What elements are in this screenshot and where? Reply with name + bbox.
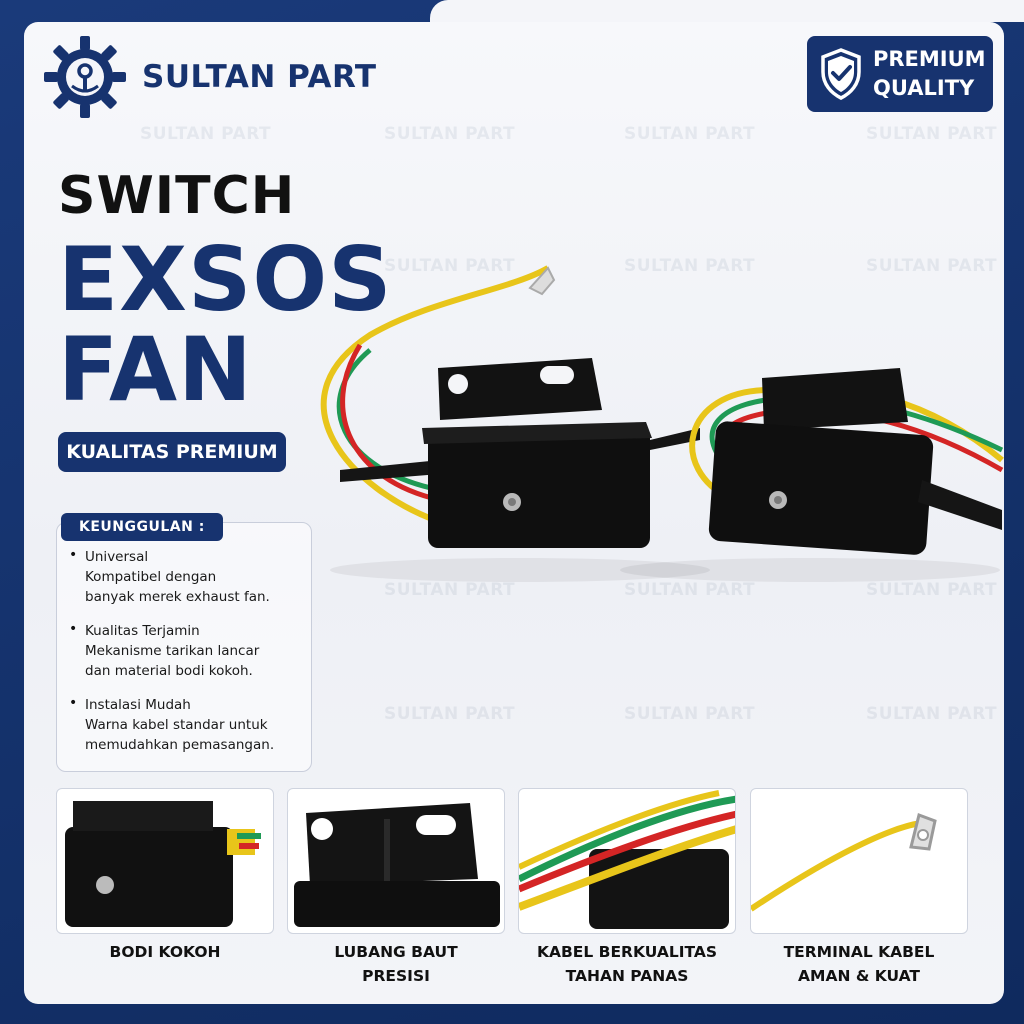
thumbnail-image bbox=[65, 801, 261, 927]
thumbnail-label: TERMINAL KABEL AMAN & KUAT bbox=[750, 940, 968, 988]
shield-check-icon bbox=[821, 48, 861, 100]
watermark: SULTAN PART bbox=[384, 704, 516, 724]
feature-desc: dan material bodi kokoh. bbox=[85, 663, 253, 679]
title-switch: SWITCH bbox=[58, 166, 296, 226]
badge-line-1: PREMIUM bbox=[873, 47, 986, 71]
title-exsos: EXSOS bbox=[58, 228, 393, 331]
feature-desc: Mekanisme tarikan lancar bbox=[85, 643, 260, 659]
thumbnail-label-line: TAHAN PANAS bbox=[565, 967, 689, 985]
thumbnail-label-line: PRESISI bbox=[362, 967, 430, 985]
thumbnail-label-line: TERMINAL KABEL bbox=[783, 943, 935, 961]
list-item: Instalasi Mudah Warna kabel standar untu… bbox=[69, 695, 305, 755]
thumbnail-cables bbox=[518, 788, 736, 934]
tagline-pill: KUALITAS PREMIUM bbox=[58, 432, 286, 472]
badge-text: PREMIUM QUALITY bbox=[873, 45, 986, 103]
title-fan: FAN bbox=[58, 318, 253, 421]
thumbnail-bolt-holes bbox=[287, 788, 505, 934]
feature-desc: memudahkan pemasangan. bbox=[85, 737, 275, 753]
watermark: SULTAN PART bbox=[384, 256, 516, 276]
list-item: Universal Kompatibel dengan banyak merek… bbox=[69, 547, 305, 607]
thumbnail-label-line: BODI KOKOH bbox=[109, 943, 221, 961]
gear-icon bbox=[44, 36, 126, 118]
feature-desc: banyak merek exhaust fan. bbox=[85, 589, 270, 605]
panel-notch bbox=[430, 0, 1024, 22]
feature-desc: Warna kabel standar untuk bbox=[85, 717, 268, 733]
premium-quality-badge: PREMIUM QUALITY bbox=[807, 36, 993, 112]
brand-logo: SULTAN PART bbox=[42, 34, 377, 120]
feature-title: Kualitas Terjamin bbox=[85, 623, 200, 639]
product-image bbox=[320, 265, 1004, 582]
thumbnail-label: KABEL BERKUALITAS TAHAN PANAS bbox=[518, 940, 736, 988]
watermark: SULTAN PART bbox=[384, 580, 516, 600]
list-item: Kualitas Terjamin Mekanisme tarikan lanc… bbox=[69, 621, 305, 681]
watermark: SULTAN PART bbox=[866, 580, 998, 600]
thumbnail-body bbox=[56, 788, 274, 934]
watermark: SULTAN PART bbox=[866, 704, 998, 724]
thumbnail-label: LUBANG BAUT PRESISI bbox=[287, 940, 505, 988]
thumbnail-label-line: LUBANG BAUT bbox=[334, 943, 458, 961]
watermark: SULTAN PART bbox=[624, 124, 756, 144]
thumbnail-label-line: KABEL BERKUALITAS bbox=[536, 943, 718, 961]
feature-title: Instalasi Mudah bbox=[85, 697, 191, 713]
features-box: KEUNGGULAN : Universal Kompatibel dengan… bbox=[56, 513, 312, 772]
watermark: SULTAN PART bbox=[624, 256, 756, 276]
feature-title: Universal bbox=[85, 549, 149, 565]
thumbnail-terminal bbox=[750, 788, 968, 934]
features-list: Universal Kompatibel dengan banyak merek… bbox=[69, 547, 305, 769]
watermark: SULTAN PART bbox=[140, 124, 272, 144]
thumbnail-image bbox=[294, 803, 500, 927]
watermark: SULTAN PART bbox=[866, 124, 998, 144]
watermark: SULTAN PART bbox=[866, 256, 998, 276]
thumbnail-image bbox=[519, 790, 735, 929]
detail-thumbnails: BODI KOKOH LUBANG BAUT PRESISI KABEL BER… bbox=[56, 788, 968, 988]
watermark: SULTAN PART bbox=[624, 580, 756, 600]
features-heading: KEUNGGULAN : bbox=[61, 513, 223, 541]
watermark: SULTAN PART bbox=[624, 704, 756, 724]
badge-line-2: QUALITY bbox=[873, 76, 975, 100]
watermark: SULTAN PART bbox=[384, 124, 516, 144]
thumbnail-image bbox=[751, 813, 937, 912]
feature-desc: Kompatibel dengan bbox=[85, 569, 217, 585]
brand-name: SULTAN PART bbox=[142, 59, 377, 95]
thumbnail-label: BODI KOKOH bbox=[56, 940, 274, 964]
thumbnail-label-line: AMAN & KUAT bbox=[798, 967, 920, 985]
